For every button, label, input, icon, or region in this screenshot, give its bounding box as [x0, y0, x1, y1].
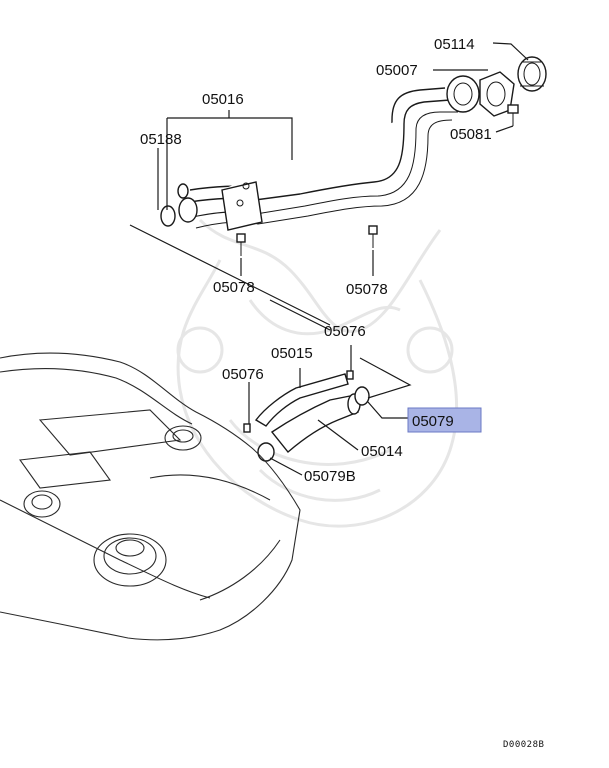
- callout-05014[interactable]: 05014: [361, 443, 403, 460]
- callout-05081[interactable]: 05081: [450, 126, 492, 143]
- callout-05076-left[interactable]: 05076: [222, 366, 264, 383]
- leader-lines: [129, 42, 529, 476]
- callout-05079B[interactable]: 05079B: [304, 468, 356, 485]
- callout-05015[interactable]: 05015: [271, 345, 313, 362]
- clamp-05079: [354, 386, 370, 406]
- callout-05188[interactable]: 05188: [140, 131, 182, 148]
- callout-05007[interactable]: 05007: [376, 62, 418, 79]
- drawing-code: D00028B: [503, 740, 544, 750]
- callout-05016[interactable]: 05016: [202, 91, 244, 108]
- filler-neck-assembly: [160, 56, 547, 256]
- watermark-emblem: [176, 218, 459, 528]
- callout-05078-left[interactable]: 05078: [213, 279, 255, 296]
- callout-05079[interactable]: 05079: [412, 413, 454, 430]
- callout-05076-top[interactable]: 05076: [324, 323, 366, 340]
- callout-05078-right[interactable]: 05078: [346, 281, 388, 298]
- highlight-box: [407, 407, 482, 433]
- callout-labels: 05114 05007 05081 05016 05188 05078 0507…: [140, 36, 544, 750]
- callout-05114[interactable]: 05114: [434, 36, 475, 53]
- hose-assembly: [243, 370, 370, 462]
- fuel-tank: [0, 352, 301, 641]
